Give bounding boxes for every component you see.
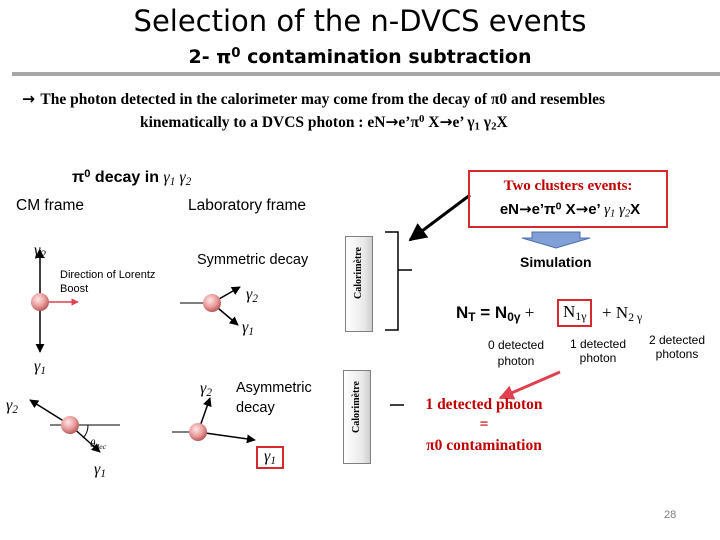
- count-equation: NT = N0γ +: [456, 303, 535, 324]
- theta-arc: [82, 424, 89, 439]
- result-line-2: =: [479, 416, 489, 433]
- page-number: 28: [664, 509, 677, 521]
- result-line-1: 1 detected photon: [425, 396, 543, 413]
- arrow-right-icon: →: [22, 90, 41, 108]
- cm-gamma2-label: γ2: [34, 242, 46, 261]
- cm-frame-label: CM frame: [16, 197, 85, 214]
- asymmetric-decay-label: Asymmetric decay: [236, 380, 312, 416]
- decay-heading: π0 decay in γ1 γ2: [72, 168, 192, 188]
- page-subtitle: 2- π0 contamination subtraction: [188, 46, 532, 68]
- arrow-right-icon: →: [575, 200, 589, 218]
- tilt-pi0-ball: [61, 416, 79, 434]
- sym-gamma2-label: γ2: [246, 286, 258, 305]
- cm-gamma1-label: γ1: [34, 358, 46, 377]
- theta-dec-label: θdec: [90, 438, 107, 451]
- sym-gamma1-label: γ1: [242, 319, 254, 338]
- n2-term: + N2 γ: [602, 303, 643, 324]
- upper-bracket: [385, 231, 399, 331]
- asym-gamma2-label: γ2: [200, 380, 212, 399]
- arrow-right-icon: →: [519, 200, 532, 218]
- two-clusters-formula: eN→e’π0 X→e’ γ1 γ2X: [499, 200, 641, 220]
- lab-frame-label: Laboratory frame: [188, 197, 307, 214]
- one-detected-label: 1 detected photon: [569, 337, 627, 365]
- intro-line-2: kinematically to a DVCS photon : eN→e’π0…: [140, 113, 508, 133]
- title-divider: [12, 72, 720, 76]
- asym-photon-1-line: [197, 431, 256, 444]
- arrow-right-icon: →: [385, 113, 399, 131]
- calorimeter-lower: Calorimètre: [343, 370, 371, 464]
- result-arrow: [498, 370, 561, 400]
- intro-line-1: → The photon detected in the calorimeter…: [22, 90, 606, 108]
- clusters-arrow: [408, 193, 471, 242]
- two-clusters-box: [468, 170, 668, 228]
- calorimeter-upper: Calorimètre: [345, 236, 373, 332]
- boost-label: Direction of Lorentz Boost: [60, 269, 156, 295]
- simulation-down-arrow: [521, 231, 591, 249]
- simulation-label: Simulation: [520, 254, 592, 270]
- two-detected-label: 2 detected photons: [648, 333, 706, 361]
- result-line-3: π0 contamination: [426, 437, 542, 454]
- page-title: Selection of the n-DVCS events: [133, 4, 587, 38]
- cm-pi0-ball: [31, 293, 49, 311]
- two-clusters-title: Two clusters events:: [503, 178, 633, 194]
- tilt-gamma2-label: γ2: [6, 397, 18, 416]
- sym-pi0-ball: [203, 294, 221, 312]
- zero-detected-label: 0 detected photon: [487, 338, 545, 368]
- arrow-right-icon: →: [439, 113, 453, 131]
- n1-box: N1γ: [557, 299, 593, 327]
- asym-pi0-ball: [189, 423, 207, 441]
- asym-gamma1-label: γ1: [256, 446, 284, 469]
- tilt-gamma1-label: γ1: [94, 461, 106, 480]
- symmetric-decay-label: Symmetric decay: [197, 252, 309, 268]
